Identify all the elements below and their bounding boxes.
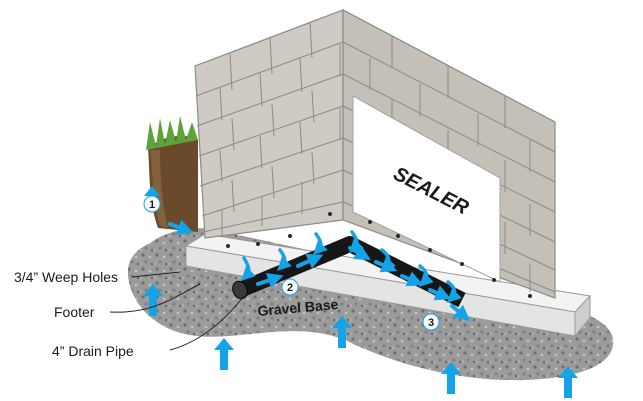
curved-arrow-icon bbox=[277, 248, 292, 271]
marker-3-label: 3 bbox=[428, 317, 434, 329]
right-arrow-icon bbox=[256, 272, 284, 289]
right-arrow-icon bbox=[400, 271, 424, 287]
weep-holes bbox=[226, 212, 532, 298]
grass-icon bbox=[146, 116, 198, 232]
marker-2: 2 bbox=[281, 278, 299, 296]
up-arrow-icon bbox=[143, 284, 163, 316]
block-wall bbox=[193, 9, 557, 299]
right-arrow-icon bbox=[168, 219, 194, 235]
drain-pipe-label: 4” Drain Pipe bbox=[52, 343, 134, 359]
up-arrow-icon bbox=[332, 316, 352, 348]
weep-holes-label: 3/4” Weep Holes bbox=[14, 269, 118, 285]
right-arrow-icon bbox=[450, 304, 471, 322]
sealer-membrane: SEALER bbox=[352, 95, 501, 283]
right-arrow-icon bbox=[428, 285, 452, 301]
up-arrow-icon bbox=[441, 362, 461, 394]
curved-arrow-icon bbox=[418, 264, 434, 287]
marker-1-label: 1 bbox=[149, 199, 155, 211]
footer-label: Footer bbox=[54, 304, 95, 320]
marker-3: 3 bbox=[422, 313, 440, 331]
up-arrow-icon bbox=[214, 338, 234, 370]
up-arrow-icon bbox=[558, 366, 578, 398]
marker-2-label: 2 bbox=[287, 282, 293, 294]
callout-lines bbox=[109, 271, 245, 351]
marker-1: 1 bbox=[143, 195, 161, 213]
curved-arrow-icon bbox=[313, 232, 328, 255]
curved-arrow-icon bbox=[349, 230, 364, 253]
right-arrow-icon bbox=[296, 253, 324, 269]
curved-arrow-icon bbox=[241, 256, 256, 281]
curved-arrow-icon bbox=[446, 280, 462, 303]
curved-arrow-icon bbox=[380, 248, 396, 271]
gravel-base-label: Gravel Base bbox=[257, 296, 339, 319]
